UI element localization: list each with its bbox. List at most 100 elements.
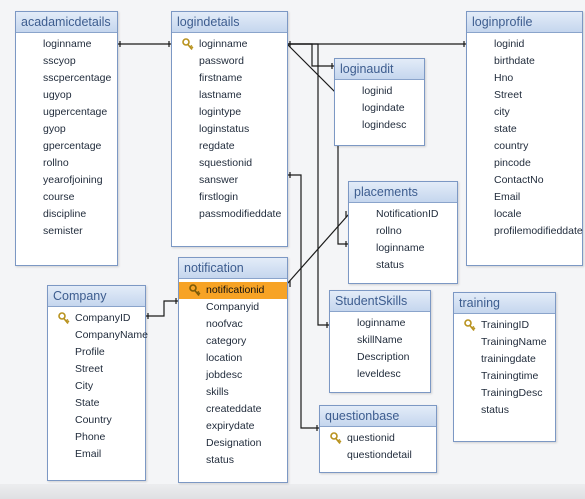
field[interactable]: Email [494,191,521,203]
field[interactable]: ugpercentage [43,106,108,118]
field[interactable]: Hno [494,72,514,84]
table-training[interactable]: training TrainingID TrainingName trainin… [453,292,556,442]
field[interactable]: Companyid [206,301,260,313]
key-field-selected[interactable]: notificationid [179,282,287,299]
table-company[interactable]: Company CompanyID CompanyName Profile St… [47,285,148,481]
field[interactable]: pincode [494,157,531,169]
field[interactable]: loginname [357,317,406,329]
field[interactable]: status [376,259,405,271]
canvas-bottom-edge [0,484,585,499]
field[interactable]: createddate [206,403,262,415]
field[interactable]: sanswer [199,174,239,186]
key-field[interactable]: CompanyID [48,310,145,327]
field[interactable]: NotificationID [376,208,439,220]
field[interactable]: city [494,106,510,118]
field[interactable]: Street [75,363,104,375]
field-list: loginname password firstname lastname lo… [172,33,287,223]
field[interactable]: status [206,454,235,466]
table-acadamicdetails[interactable]: acadamicdetails loginname sscyop sscperc… [15,11,118,266]
field[interactable]: noofvac [206,318,243,330]
field[interactable]: birthdate [494,55,535,67]
field[interactable]: State [75,397,100,409]
field[interactable]: Street [494,89,523,101]
field[interactable]: leveldesc [357,368,401,380]
field[interactable]: squestionid [199,157,253,169]
table-title: questionbase [320,406,436,427]
key-field[interactable]: questionid [320,430,436,447]
field[interactable]: loginid [362,85,393,97]
field[interactable]: category [206,335,247,347]
field[interactable]: loginname [376,242,425,254]
table-logindetails[interactable]: logindetails loginname password firstnam… [171,11,288,247]
field[interactable]: questiondetail [347,449,412,461]
field[interactable]: discipline [43,208,87,220]
field[interactable]: jobdesc [206,369,243,381]
field[interactable]: logindate [362,102,405,114]
field[interactable]: gpercentage [43,140,102,152]
field[interactable]: CompanyName [75,329,148,341]
field[interactable]: profilemodifieddate [494,225,583,237]
field[interactable]: loginstatus [199,123,250,135]
field[interactable]: sscpercentage [43,72,112,84]
field[interactable]: TrainingDesc [481,387,543,399]
field[interactable]: logindesc [362,119,407,131]
table-loginaudit[interactable]: loginaudit loginid logindate logindesc [334,58,425,146]
field[interactable]: yearofjoining [43,174,103,186]
field-list: questionid questiondetail [320,427,436,464]
field[interactable]: semister [43,225,83,237]
table-placements[interactable]: placements NotificationID rollno loginna… [348,181,458,284]
field[interactable]: state [494,123,517,135]
table-studentskills[interactable]: StudentSkills loginname skillName Descri… [329,290,431,393]
field[interactable]: lastname [199,89,242,101]
field[interactable]: gyop [43,123,66,135]
field[interactable]: status [481,404,510,416]
field[interactable]: ugyop [43,89,72,101]
table-loginprofile[interactable]: loginprofile loginid birthdate Hno Stree… [466,11,583,266]
table-title: Company [48,286,145,307]
field[interactable]: location [206,352,243,364]
field[interactable]: Phone [75,431,106,443]
field[interactable]: skillName [357,334,403,346]
field[interactable]: firstlogin [199,191,239,203]
relation-login-skills [287,43,330,326]
table-notification[interactable]: notification notificationid Companyid no… [178,257,288,483]
table-title: loginprofile [467,12,582,33]
key-icon [330,432,342,445]
key-field[interactable]: TrainingID [454,317,555,334]
field[interactable]: Email [75,448,102,460]
field[interactable]: locale [494,208,522,220]
key-field-label: loginname [199,38,248,50]
field-list: loginname skillName Description leveldes… [330,312,430,383]
table-title: notification [179,258,287,279]
field[interactable]: City [75,380,94,392]
field[interactable]: sscyop [43,55,76,67]
field[interactable]: password [199,55,244,67]
field[interactable]: skills [206,386,229,398]
key-field[interactable]: loginname [172,36,287,53]
field[interactable]: passmodifieddate [199,208,282,220]
field[interactable]: rollno [43,157,69,169]
relation-login-audit [287,43,335,67]
field[interactable]: loginname [43,38,92,50]
field[interactable]: TrainingName [481,336,547,348]
field[interactable]: Designation [206,437,262,449]
field[interactable]: rollno [376,225,402,237]
table-questionbase[interactable]: questionbase questionid questiondetail [319,405,437,473]
field[interactable]: loginid [494,38,525,50]
field[interactable]: country [494,140,529,152]
relation-company-notification [145,300,179,317]
field[interactable]: ContactNo [494,174,544,186]
field[interactable]: regdate [199,140,235,152]
table-title: StudentSkills [330,291,430,312]
field[interactable]: course [43,191,75,203]
field[interactable]: Country [75,414,112,426]
field[interactable]: Profile [75,346,105,358]
field[interactable]: Trainingtime [481,370,539,382]
field[interactable]: trainingdate [481,353,536,365]
key-field-label: questionid [347,432,395,444]
field[interactable]: Description [357,351,410,363]
field[interactable]: firstname [199,72,243,84]
table-title: loginaudit [335,59,424,80]
field[interactable]: logintype [199,106,242,118]
field[interactable]: expirydate [206,420,255,432]
